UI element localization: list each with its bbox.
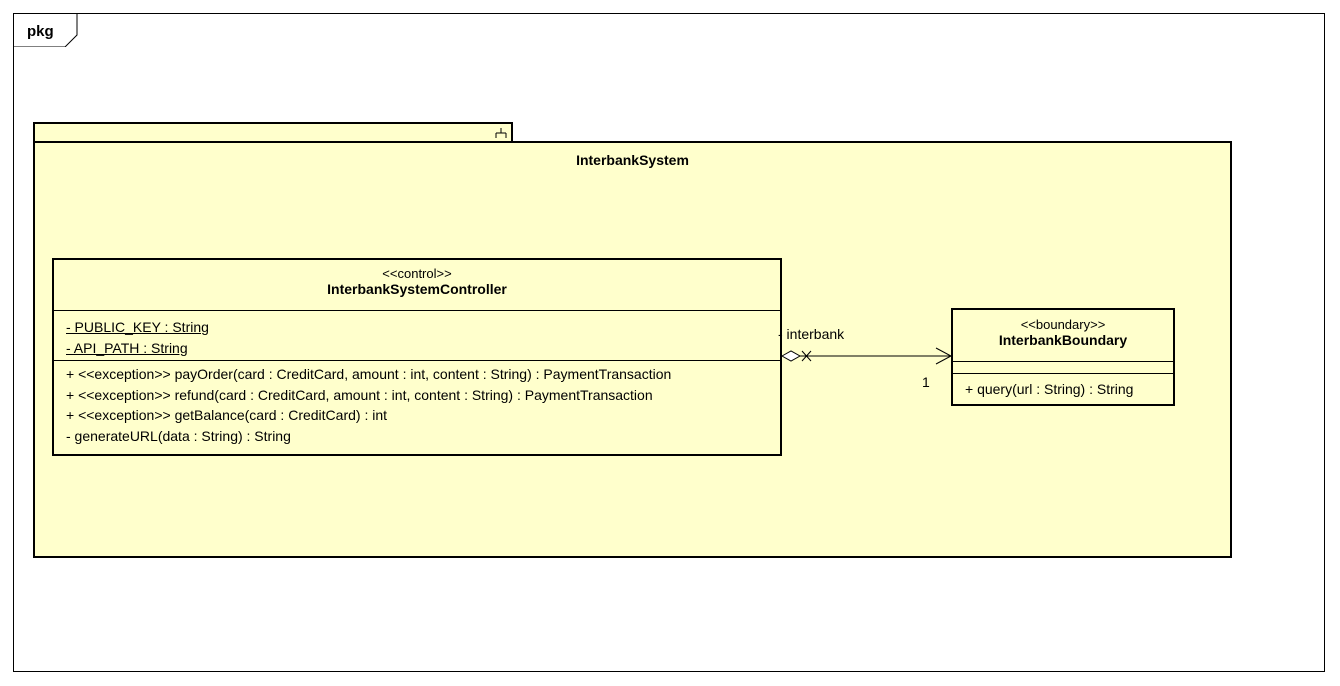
class-stereotype: <<boundary>> <box>1020 317 1106 332</box>
class-header: <<boundary>> InterbankBoundary <box>953 310 1173 362</box>
package-structure-icon <box>495 128 507 138</box>
operation-pay-order[interactable]: + <<exception>> payOrder(card : CreditCa… <box>66 366 672 382</box>
class-header: <<control>> InterbankSystemController <box>54 260 780 311</box>
attribute-compartment <box>953 362 1173 374</box>
package-name: InterbankSystem <box>576 152 689 168</box>
attribute-compartment: - PUBLIC_KEY : String - API_PATH : Strin… <box>54 311 780 361</box>
operation-compartment: + query(url : String) : String <box>953 374 1173 403</box>
class-name: InterbankSystemController <box>327 281 507 297</box>
association-role-label: - interbank <box>778 326 845 342</box>
operation-compartment: + <<exception>> payOrder(card : CreditCa… <box>54 361 780 449</box>
class-stereotype: <<control>> <box>382 266 452 281</box>
operation-refund[interactable]: + <<exception>> refund(card : CreditCard… <box>66 386 653 403</box>
diagram-frame: pkg <box>13 13 1325 672</box>
operation-get-balance[interactable]: + <<exception>> getBalance(card : Credit… <box>66 407 388 423</box>
association-multiplicity: 1 <box>922 374 930 390</box>
operation-generate-url[interactable]: - generateURL(data : String) : String <box>66 427 291 444</box>
attribute-public-key[interactable]: - PUBLIC_KEY : String <box>66 319 209 335</box>
class-interbank-system-controller[interactable]: <<control>> InterbankSystemController - … <box>52 258 782 456</box>
operation-query[interactable]: + query(url : String) : String <box>965 381 1134 397</box>
attribute-api-path[interactable]: - API_PATH : String <box>66 339 188 356</box>
frame-tab <box>14 14 78 47</box>
class-name: InterbankBoundary <box>998 332 1128 348</box>
class-interbank-boundary[interactable]: <<boundary>> InterbankBoundary + query(u… <box>951 308 1175 406</box>
package-tab[interactable] <box>33 122 513 143</box>
frame-label: pkg <box>27 23 54 40</box>
